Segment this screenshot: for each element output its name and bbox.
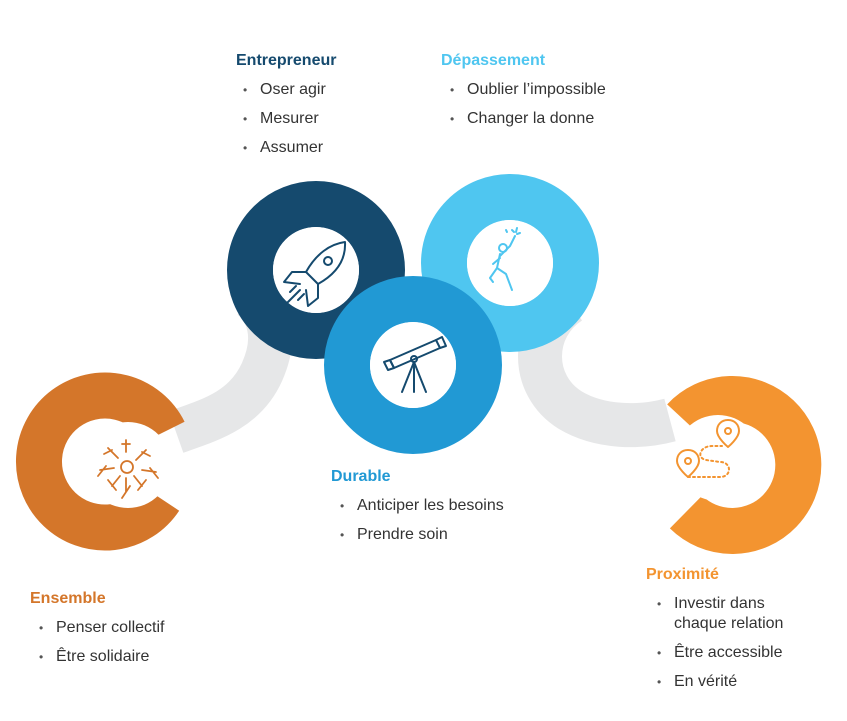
list-item: Anticiper les besoins: [337, 496, 504, 516]
ensemble-title: Ensemble: [30, 590, 106, 607]
location-path-icon: [676, 419, 740, 478]
durable-title: Durable: [331, 468, 391, 485]
durable-block: Durable Anticiper les besoins Prendre so…: [331, 468, 504, 554]
list-item: Être solidaire: [36, 647, 165, 667]
ensemble-list: Penser collectif Être solidaire: [36, 618, 165, 667]
list-item: Oublier l’impossible: [447, 80, 606, 100]
list-item: Changer la donne: [447, 109, 606, 129]
proximite-list: Investir dans chaque relation Être acces…: [654, 594, 783, 692]
list-item: Assumer: [240, 138, 336, 158]
ring-depassement: [421, 174, 599, 352]
list-item: Prendre soin: [337, 525, 504, 545]
depassement-title: Dépassement: [441, 52, 546, 69]
proximite-title: Proximité: [646, 566, 719, 583]
list-item-line: chaque relation: [674, 615, 784, 632]
depassement-block: Dépassement Oublier l’impossible Changer…: [441, 52, 606, 138]
joined-hands-icon: [97, 439, 159, 499]
jumping-person-icon: [489, 227, 521, 291]
list-item: Être accessible: [654, 643, 783, 663]
ring-ensemble: [16, 372, 185, 551]
list-item: En vérité: [654, 672, 783, 692]
list-item: Mesurer: [240, 109, 336, 129]
telescope-icon: [383, 336, 447, 393]
depassement-list: Oublier l’impossible Changer la donne: [447, 80, 606, 129]
list-item: Oser agir: [240, 80, 336, 100]
list-item: Investir dans chaque relation: [654, 594, 783, 634]
ensemble-block: Ensemble Penser collectif Être solidaire: [30, 590, 165, 676]
ring-durable: [324, 276, 502, 454]
ring-entrepreneur: [227, 181, 405, 359]
entrepreneur-block: Entrepreneur Oser agir Mesurer Assumer: [236, 52, 336, 167]
entrepreneur-list: Oser agir Mesurer Assumer: [240, 80, 336, 158]
ring-proximite: [667, 375, 822, 554]
list-item-line: Investir dans: [674, 595, 765, 612]
proximite-block: Proximité Investir dans chaque relation …: [646, 566, 783, 701]
rocket-icon: [283, 241, 347, 307]
durable-list: Anticiper les besoins Prendre soin: [337, 496, 504, 545]
entrepreneur-title: Entrepreneur: [236, 52, 337, 69]
list-item: Penser collectif: [36, 618, 165, 638]
